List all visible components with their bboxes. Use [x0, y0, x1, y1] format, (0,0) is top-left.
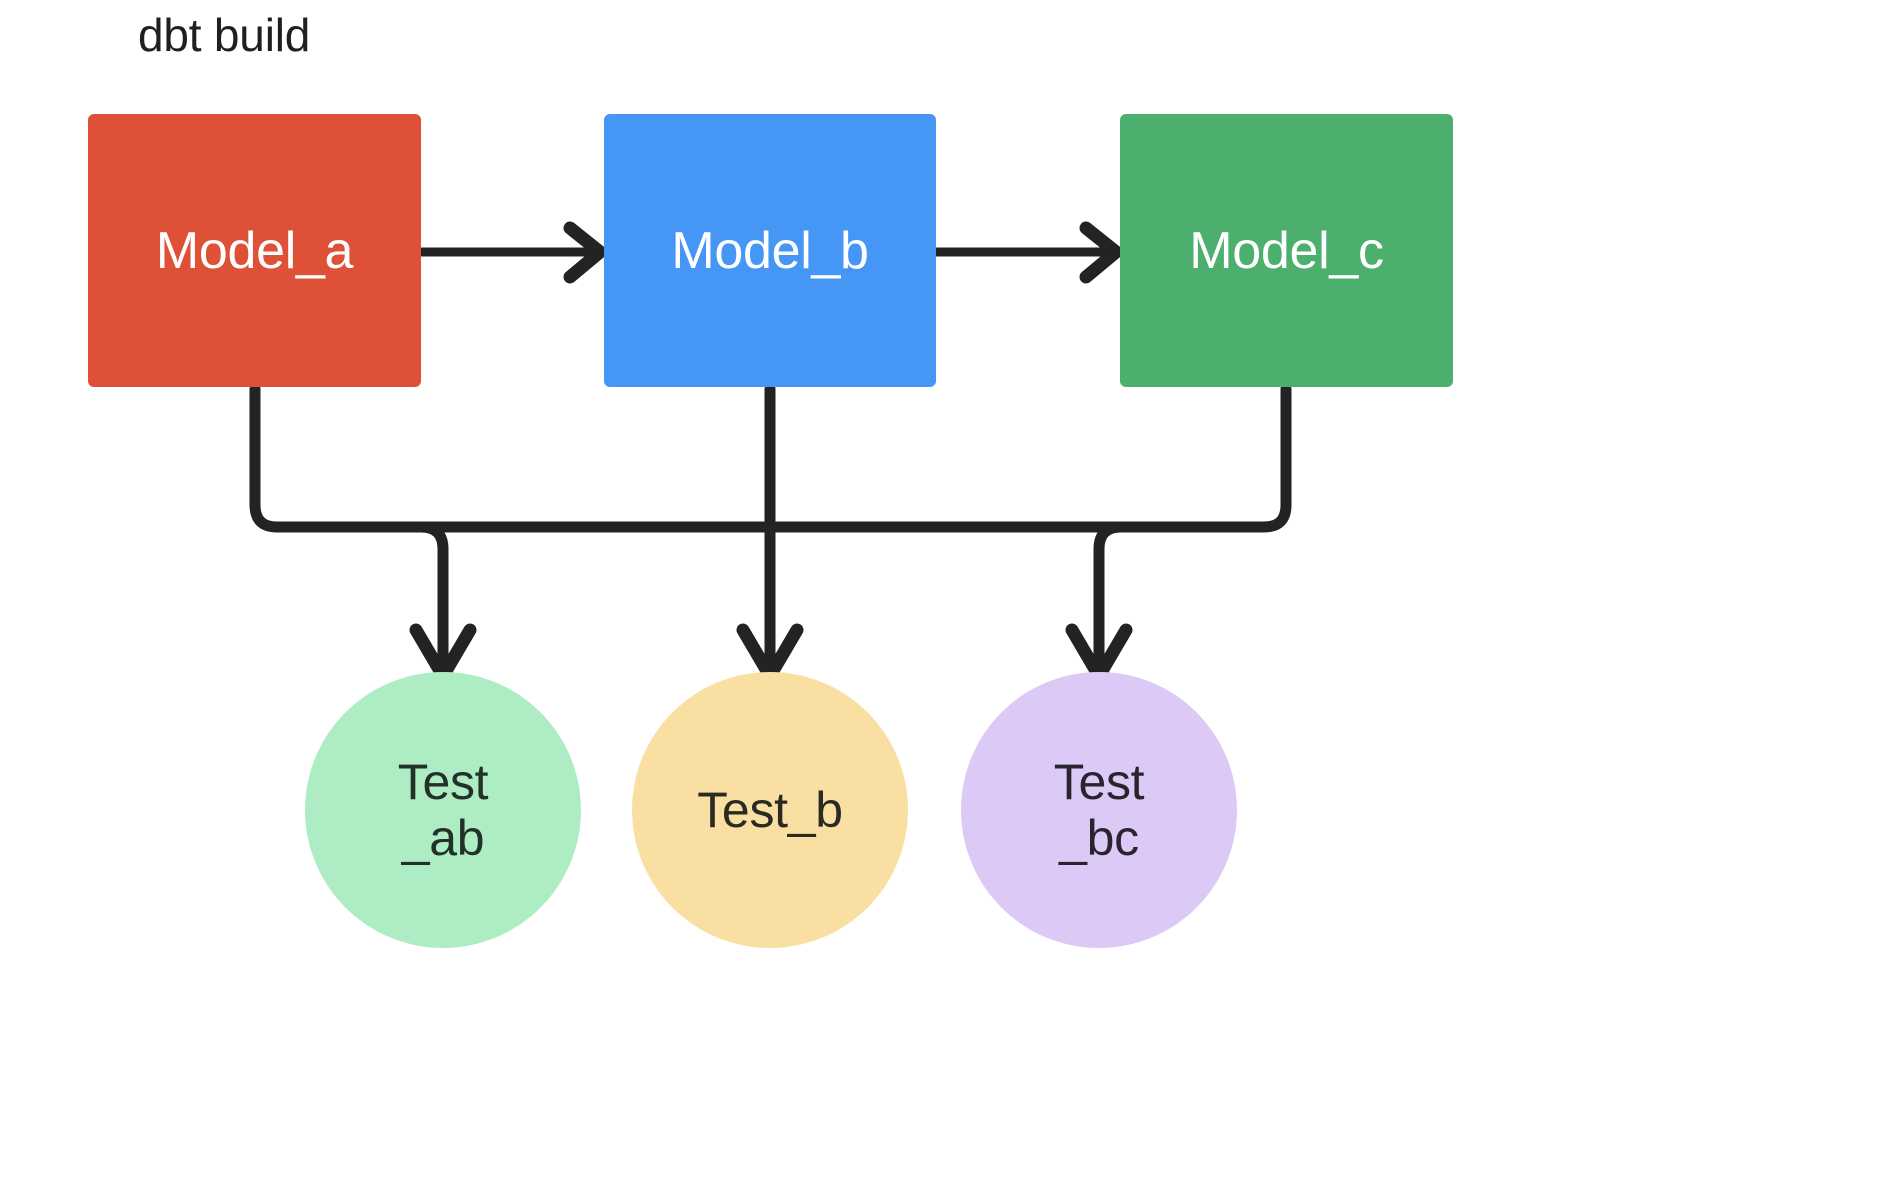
node-test-ab[interactable]: Test _ab [305, 672, 581, 948]
node-model-b-label: Model_b [671, 221, 869, 280]
node-test-b[interactable]: Test_b [632, 672, 908, 948]
edge-model-b-to-model-c [931, 221, 1123, 284]
node-model-c-label: Model_c [1189, 221, 1384, 280]
node-model-a[interactable]: Model_a [88, 114, 421, 387]
node-test-b-label: Test_b [697, 782, 843, 838]
edge-bus-drop-test-bc [1065, 521, 1133, 683]
edge-model-c-to-test-bc [764, 383, 1292, 533]
node-test-bc[interactable]: Test _bc [961, 672, 1237, 948]
page-title: dbt build [138, 9, 311, 61]
node-model-b[interactable]: Model_b [604, 114, 936, 387]
edge-model-b-to-test-ab [409, 521, 477, 683]
edge-model-a-to-model-b [416, 221, 607, 284]
edge-model-a-to-test-ab [249, 383, 776, 533]
node-model-a-label: Model_a [155, 221, 354, 280]
node-test-bc-label: Test _bc [1053, 754, 1145, 866]
node-model-c[interactable]: Model_c [1120, 114, 1453, 387]
node-test-ab-label: Test _ab [397, 754, 489, 866]
